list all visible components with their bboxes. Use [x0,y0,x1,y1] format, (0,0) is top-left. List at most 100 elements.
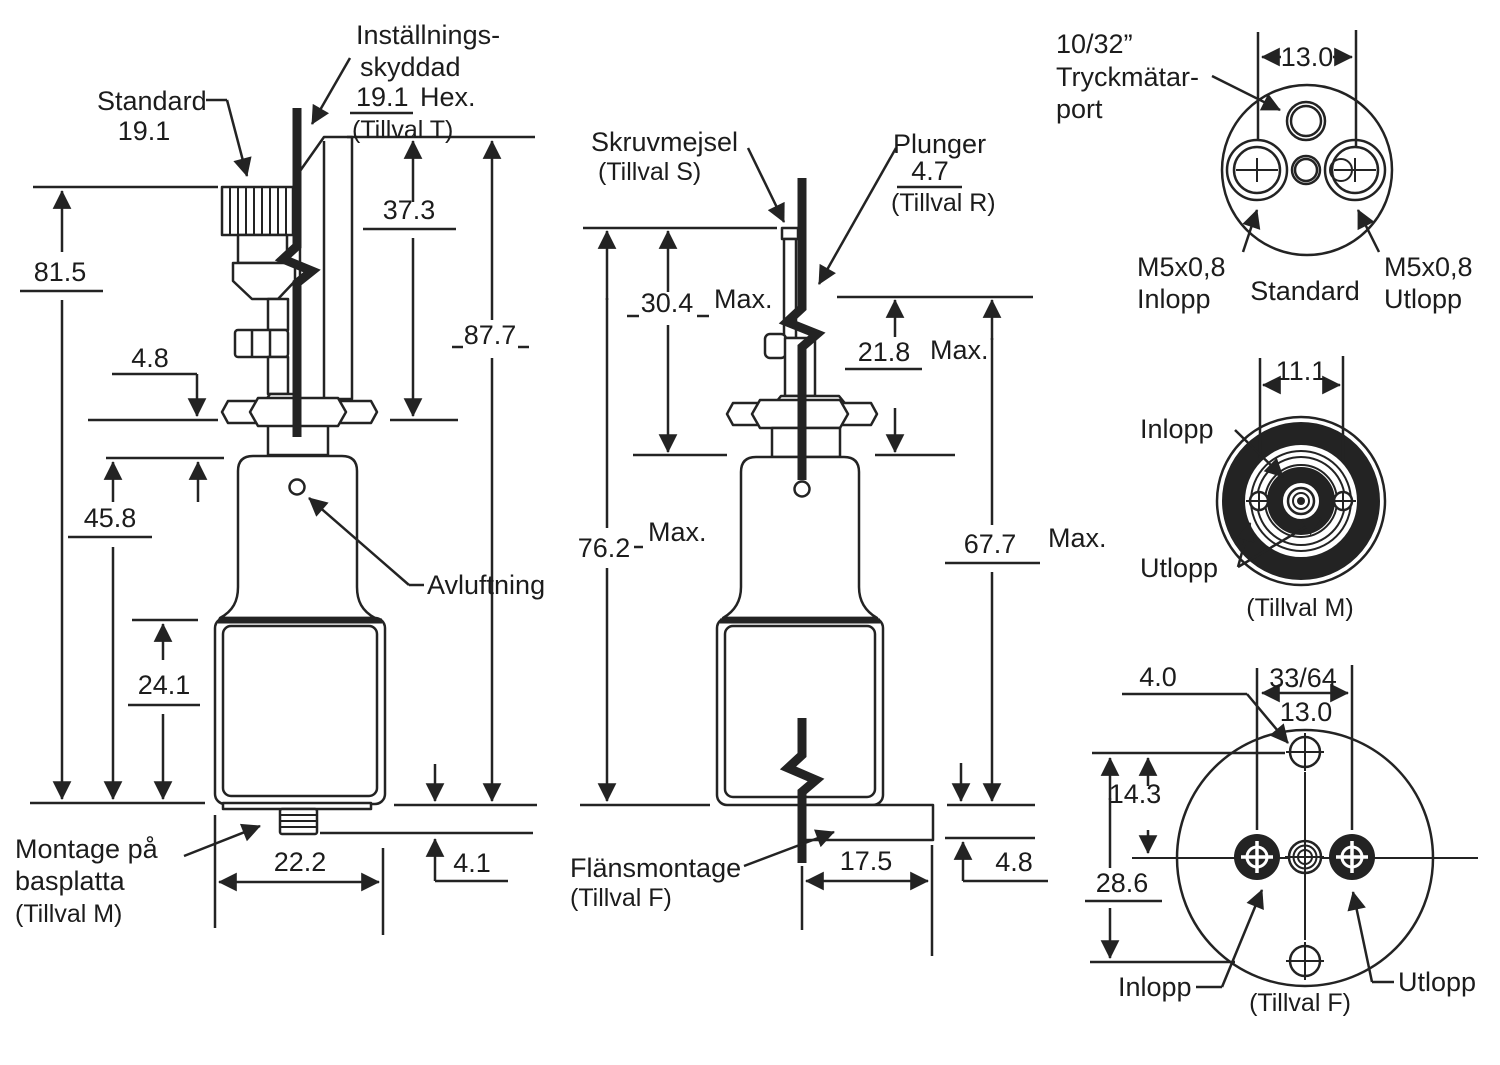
screwdriver-option: (Tillval S) [598,158,701,186]
dim-21-8-value: 21.8 [858,337,911,367]
dim-81-5 [20,190,103,800]
bonnet [218,454,377,620]
outlet-port [1323,138,1387,202]
plunger-rod-lower [779,718,825,863]
outlet-label: Utlopp [1140,553,1218,583]
labels: 13.0 10/32” Tryckmätar- port M5x0,8 Inlo… [1056,29,1473,314]
caption-tillval-m: (Tillval M) [1246,594,1353,622]
inlet-port [1225,138,1289,202]
leader-inlet [1234,429,1284,478]
dim-28-6 [1085,757,1235,964]
gauge-label-2: Tryckmätar- [1056,62,1199,92]
dim-24-1-value: 24.1 [138,670,191,700]
side-port-left [1246,490,1272,512]
leader-outlet [1356,209,1381,253]
side-view-flange: Skruvmejsel (Tillval S) Plunger 4.7 (Til… [570,127,1107,956]
lock-nut [233,328,290,359]
device-outline [715,178,935,863]
leader-inlet [1196,889,1264,989]
dim-67-7-max: Max. [1048,523,1107,553]
screwdriver-label: Skruvmejsel [591,127,738,157]
knob-skirt [231,261,297,301]
top-mount-hole [1286,733,1324,771]
inlet-thread-label: M5x0,8 [1137,252,1226,282]
dim-21-8-max: Max. [930,335,989,365]
dim-76-2-value: 76.2 [578,533,631,563]
dim-22-2 [213,815,385,935]
bonnet [721,455,879,620]
dim-4-8-value: 4.8 [131,343,169,373]
dim-76-2 [580,230,710,807]
stud-threads [280,814,317,828]
dim-45-8-value: 45.8 [84,503,137,533]
dim-81-5-value: 81.5 [34,257,87,287]
dim-11-1-value: 11.1 [1276,356,1327,386]
dim-13-0-value: 13.0 [1280,697,1333,727]
leader-outlet [1347,891,1394,984]
protect-option: (Tillval T) [352,116,453,144]
protect-hex-unit: Hex. [420,82,476,112]
leader-plunger [817,147,898,285]
dim-37-3-value: 37.3 [383,195,436,225]
dim-4-1 [320,764,533,883]
rod-eye [793,480,811,498]
plunger-value: 4.7 [911,156,949,186]
dim-67-7 [945,299,1040,807]
mount-label-2: basplatta [15,866,126,896]
outlet-label: Utlopp [1398,967,1476,997]
dim-37-3 [363,140,458,422]
dim-4-8-plate-value: 4.8 [995,847,1033,877]
leader-gauge-port [1211,74,1281,112]
gauge-label-1: 10/32” [1056,29,1133,59]
concentric-port-face [1215,415,1387,587]
leader-protect [310,57,352,125]
leader-vent [308,497,424,587]
dim-17-5-value: 17.5 [840,846,893,876]
dim-45-8 [68,461,152,800]
gauge-label-3: port [1056,94,1103,124]
leader-standard [206,98,252,177]
vent-label: Avluftning [427,570,545,600]
dim-4-0 [1122,692,1289,744]
vent-hole [288,478,306,496]
break-line [274,108,321,437]
dim-24-1 [128,618,200,800]
dim-33-64 [1255,665,1354,830]
plunger-rod [778,178,826,480]
outlet-thread-label: M5x0,8 [1384,252,1473,282]
center-port [1290,154,1322,186]
dim-14-3-value: 14.3 [1109,779,1162,809]
dim-22-2-value: 22.2 [274,847,327,877]
inlet-label: Inlopp [1140,414,1214,444]
labels: 11.1 Inlopp Utlopp (Tillval M) [1140,356,1354,622]
dim-11-1 [1258,356,1345,462]
dim-30-4-max: Max. [714,284,773,314]
dim-21-8 [845,299,955,457]
inlet-label: Inlopp [1137,284,1211,314]
dim-30-4-value: 30.4 [641,288,694,318]
standard-label: Standard [97,86,207,116]
inlet-port [1234,834,1280,880]
flange-mount-option: (Tillval F) [570,884,672,912]
stem-upper [266,297,290,332]
stem-lower [266,355,290,396]
labels: 4.0 33/64 13.0 14.3 28.6 Inlopp Utlopp (… [1096,662,1476,1017]
screwdriver-slot [780,226,800,241]
leader-outlet [1236,516,1322,569]
flange-plate [800,803,935,842]
center-bullseye [1285,838,1324,877]
leader-flange [743,829,835,868]
dim-13-0-value: 13.0 [1281,42,1334,72]
dim-30-4 [627,230,727,457]
device-outline [213,108,387,836]
dimensions [580,147,1048,956]
plunger-label: Plunger [893,129,986,159]
inlet-label: Inlopp [1118,972,1192,1002]
outlet-label: Utlopp [1384,284,1462,314]
port-view-standard: 13.0 10/32” Tryckmätar- port M5x0,8 Inlo… [1056,29,1473,314]
dim-87-7-value: 87.7 [464,320,517,350]
dim-4-1-value: 4.1 [453,848,491,878]
caption-tillval-f: (Tillval F) [1249,989,1351,1017]
port-view-m: 11.1 Inlopp Utlopp (Tillval M) [1140,356,1387,622]
